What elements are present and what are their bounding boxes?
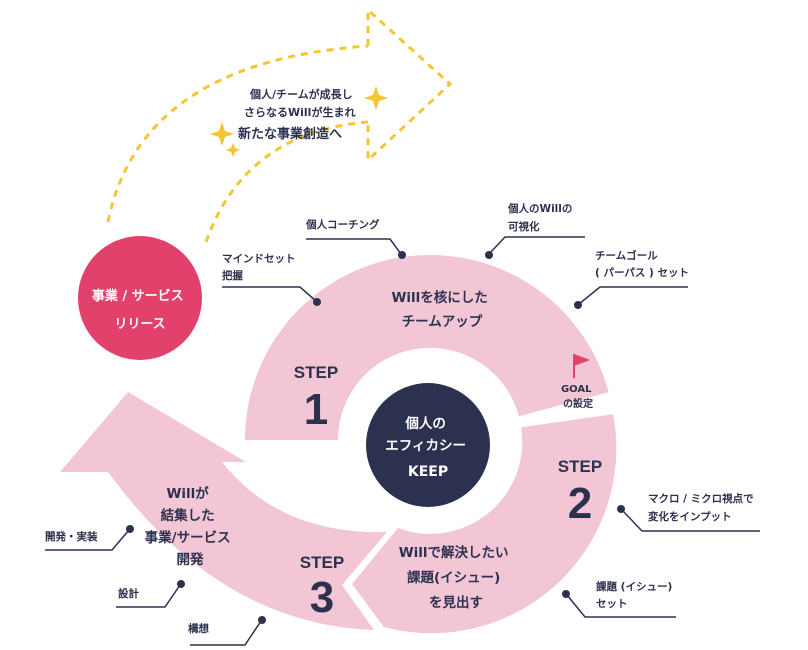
center-circle xyxy=(366,383,490,507)
step1-number: 1 xyxy=(304,385,328,434)
step3-number: 3 xyxy=(310,573,334,622)
callout-issue: 課題 (イシュー)セット xyxy=(562,580,676,618)
callout-mindset: マインドセット把握 xyxy=(222,253,321,306)
svg-text:チームゴール( パーパス ) セット: チームゴール( パーパス ) セット xyxy=(595,249,689,279)
svg-text:個人コーチング: 個人コーチング xyxy=(305,218,380,231)
step3-title: Willが 結集した 事業/サービス 開発 xyxy=(145,485,236,568)
svg-text:開発・実装: 開発・実装 xyxy=(45,530,98,543)
sparkle-icon xyxy=(210,86,388,157)
step1-title: Willを核にした チームアップ xyxy=(392,289,493,330)
callout-teamgoal: チームゴール( パーパス ) セット xyxy=(574,249,689,309)
step2-number: 2 xyxy=(568,479,592,528)
growth-text: 個人/チームが成長し さらなるWillが生まれ 新たな事業創造へ xyxy=(238,87,359,142)
growth-arrow xyxy=(106,6,453,243)
release-circle xyxy=(78,236,202,360)
svg-text:設計: 設計 xyxy=(118,587,139,600)
step3-segment xyxy=(60,392,387,630)
step1-segment xyxy=(245,254,609,440)
callout-design: 設計 xyxy=(116,580,185,608)
step2-title: Willで解決したい 課題(イシュー) を見出す xyxy=(399,544,513,611)
center-text: 個人の エフィカシー KEEP xyxy=(385,415,470,480)
callout-concept: 構想 xyxy=(188,616,266,646)
callout-dev: 開発・実装 xyxy=(45,525,134,551)
svg-text:個人のWillの可視化: 個人のWillの可視化 xyxy=(507,202,572,233)
step3-label: STEP xyxy=(300,553,344,572)
release-text: 事業 / サービス リリース xyxy=(92,288,188,332)
goal-text: GOAL の設定 xyxy=(561,384,595,410)
callout-coaching: 個人コーチング xyxy=(305,218,406,259)
svg-text:マクロ / ミクロ視点で変化をインプット: マクロ / ミクロ視点で変化をインプット xyxy=(648,492,754,523)
callout-macro: マクロ / ミクロ視点で変化をインプット xyxy=(617,492,760,532)
svg-text:構想: 構想 xyxy=(188,622,209,635)
step2-segment xyxy=(352,414,617,634)
step1-label: STEP xyxy=(294,363,338,382)
callout-visualize: 個人のWillの可視化 xyxy=(485,202,585,259)
flag-icon xyxy=(573,354,590,378)
svg-text:マインドセット把握: マインドセット把握 xyxy=(222,253,296,282)
svg-text:課題 (イシュー)セット: 課題 (イシュー)セット xyxy=(596,580,672,610)
step2-label: STEP xyxy=(558,457,602,476)
